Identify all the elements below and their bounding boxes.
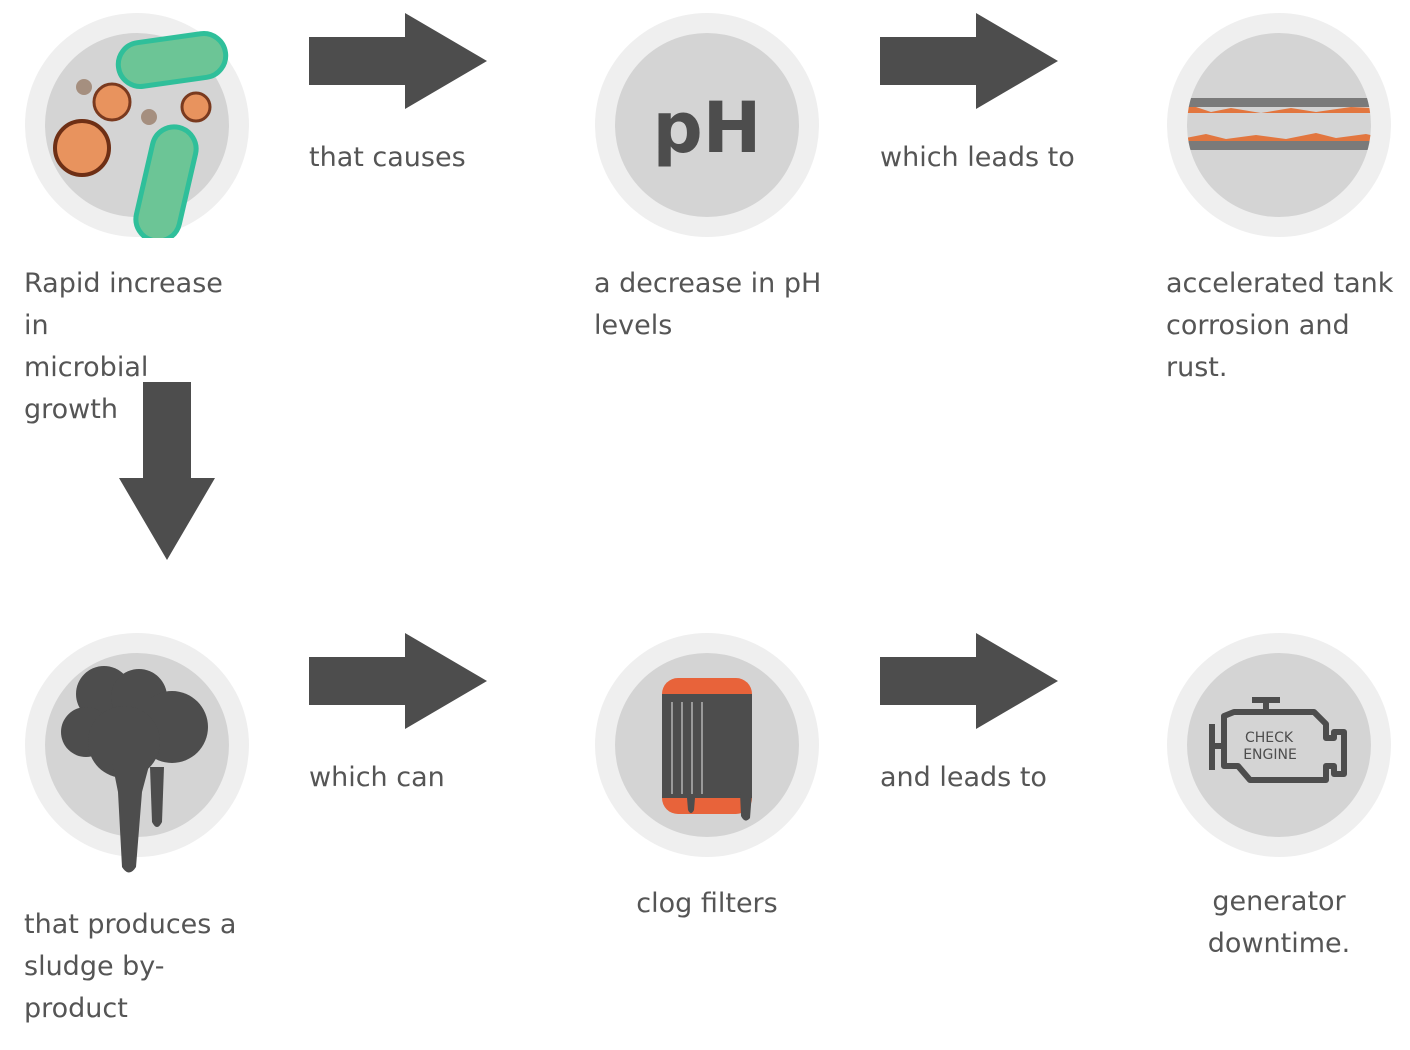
step-caption: a decrease in pH levels (594, 268, 822, 341)
connector-label: which can (309, 762, 445, 793)
connector-label: that causes (309, 142, 466, 173)
step-caption: Rapid increase in microbial growth (24, 268, 223, 425)
step-microbial-growth: Rapid increase in microbial growth (24, 12, 250, 431)
step-caption: clog filters (636, 888, 778, 919)
step-caption: generator downtime. (1207, 886, 1351, 959)
step-caption: that produces a sludge by- product (24, 909, 237, 1024)
step-ph-decrease: pH a decrease in pH levels (594, 12, 854, 347)
step-sludge: that produces a sludge by- product (24, 632, 284, 1030)
connector-label: which leads to (880, 142, 1075, 173)
connector-that-causes: that causes (309, 13, 549, 179)
connector-and-leads-to: and leads to (880, 633, 1130, 799)
connector-down (118, 382, 216, 562)
step-generator-downtime: CHECK ENGINE generator downtime. (1166, 632, 1392, 965)
connector-which-can: which can (309, 633, 549, 799)
step-caption: accelerated tank corrosion and rust. (1166, 268, 1394, 383)
check-label: CHECK (1245, 730, 1294, 746)
connector-which-leads-to: which leads to (880, 13, 1130, 179)
right-arrow-icon (880, 13, 1058, 109)
sludge-icon (25, 633, 249, 873)
right-arrow-icon (309, 13, 487, 109)
corroded-pipe-icon (1167, 13, 1391, 237)
step-clog-filters: clog filters (594, 632, 820, 925)
ph-label: pH (653, 87, 762, 169)
right-arrow-icon (309, 633, 487, 729)
clogged-filter-icon (595, 633, 819, 857)
ph-icon: pH (595, 13, 819, 237)
engine-label: ENGINE (1243, 747, 1297, 763)
check-engine-icon: CHECK ENGINE (1167, 633, 1391, 857)
connector-label: and leads to (880, 762, 1047, 793)
step-tank-corrosion: accelerated tank corrosion and rust. (1166, 12, 1406, 389)
right-arrow-icon (880, 633, 1058, 729)
microbes-icon (25, 13, 249, 238)
down-arrow-icon (119, 382, 215, 560)
